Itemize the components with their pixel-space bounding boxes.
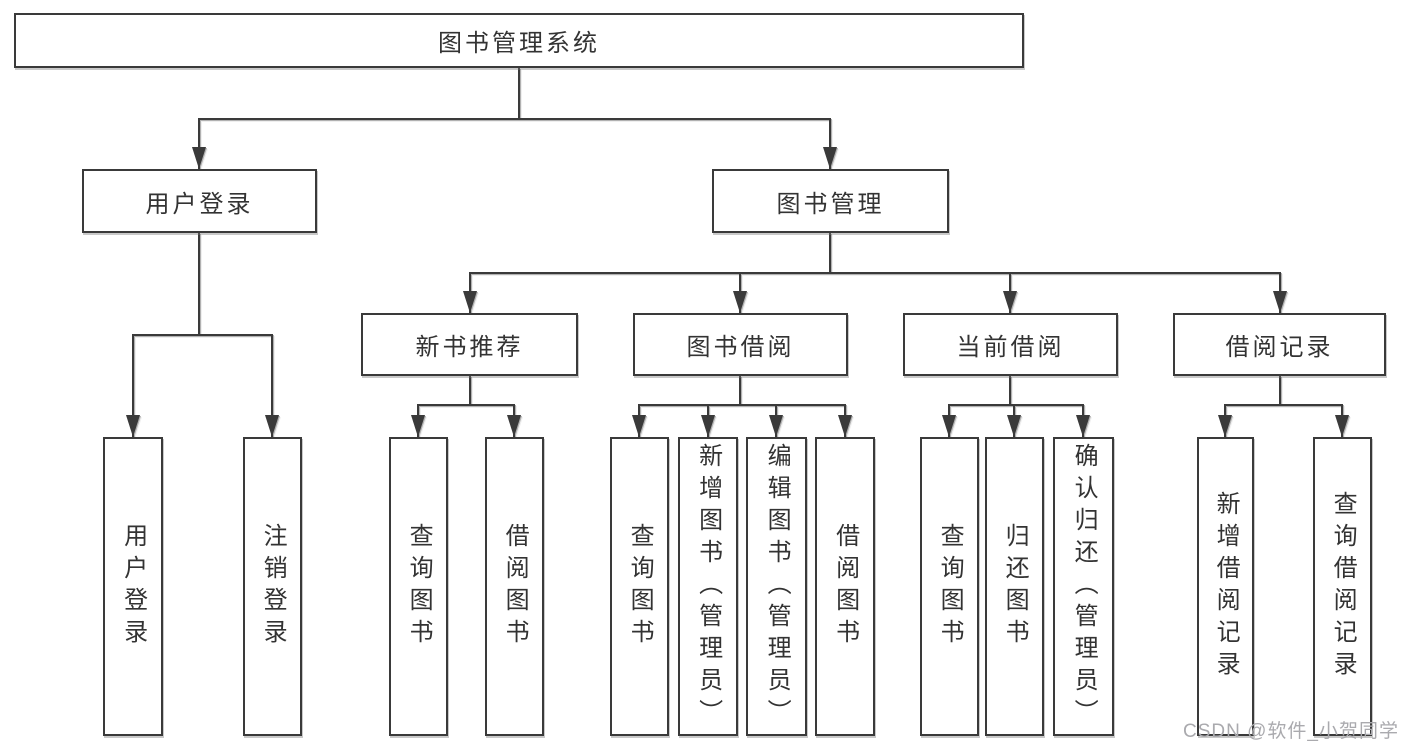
node-label: 用户登录 — [145, 190, 254, 218]
node-label: 编辑图书（管理员） — [763, 442, 791, 731]
node-logout-action: 注销登录 — [243, 437, 302, 736]
connector-borrowing-records-children — [1218, 376, 1349, 437]
node-user-login: 用户登录 — [82, 169, 317, 233]
node-query-borrow-record: 查询借阅记录 — [1313, 437, 1372, 736]
node-label: 借阅记录 — [1225, 334, 1334, 361]
node-user-login-action: 用户登录 — [103, 437, 163, 736]
node-borrow-books-recommend: 借阅图书 — [485, 437, 544, 736]
node-label: 注销登录 — [259, 522, 287, 651]
node-label: 新增图书（管理员） — [694, 442, 722, 731]
node-label: 查询图书 — [626, 522, 654, 651]
node-label: 确认归还（管理员） — [1070, 442, 1098, 731]
node-borrow-books-action: 借阅图书 — [815, 437, 875, 736]
connector-user-login-children — [126, 233, 279, 437]
node-book-borrowing: 图书借阅 — [633, 313, 848, 376]
node-new-book-recommendation: 新书推荐 — [361, 313, 578, 376]
connector-book-management-to-level3 — [463, 233, 1287, 313]
node-label: 归还图书 — [1001, 522, 1029, 651]
node-book-management: 图书管理 — [712, 169, 949, 233]
node-library-management-system: 图书管理系统 — [14, 13, 1024, 68]
connector-book-borrowing-children — [632, 376, 852, 437]
node-label: 图书管理系统 — [438, 30, 600, 57]
node-label: 当前借阅 — [956, 334, 1065, 361]
node-query-books-recommend: 查询图书 — [389, 437, 448, 736]
node-label: 新书推荐 — [415, 334, 524, 361]
node-label: 新增借阅记录 — [1212, 490, 1240, 683]
node-query-books-current: 查询图书 — [920, 437, 979, 736]
node-label: 借阅图书 — [501, 522, 529, 651]
node-confirm-return-admin: 确认归还（管理员） — [1053, 437, 1114, 736]
node-label: 查询图书 — [405, 522, 433, 651]
node-current-borrowing: 当前借阅 — [903, 313, 1118, 376]
connector-current-borrowing-children — [942, 376, 1090, 437]
node-add-borrow-record: 新增借阅记录 — [1197, 437, 1254, 736]
node-add-books-admin: 新增图书（管理员） — [678, 437, 738, 736]
node-return-books: 归还图书 — [985, 437, 1044, 736]
connector-new-book-recommendation-children — [411, 376, 521, 437]
node-query-books-borrowing: 查询图书 — [610, 437, 669, 736]
node-borrowing-records: 借阅记录 — [1173, 313, 1386, 376]
csdn-watermark: CSDN @软件_小贺同学 — [1183, 721, 1399, 742]
node-label: 图书借阅 — [686, 334, 795, 361]
node-label: 图书管理 — [776, 190, 885, 218]
node-label: 查询图书 — [936, 522, 964, 651]
node-label: 查询借阅记录 — [1329, 490, 1357, 683]
connector-root-to-level2 — [192, 68, 837, 169]
node-label: 用户登录 — [119, 522, 147, 651]
node-edit-books-admin: 编辑图书（管理员） — [746, 437, 807, 736]
node-label: 借阅图书 — [831, 522, 859, 651]
